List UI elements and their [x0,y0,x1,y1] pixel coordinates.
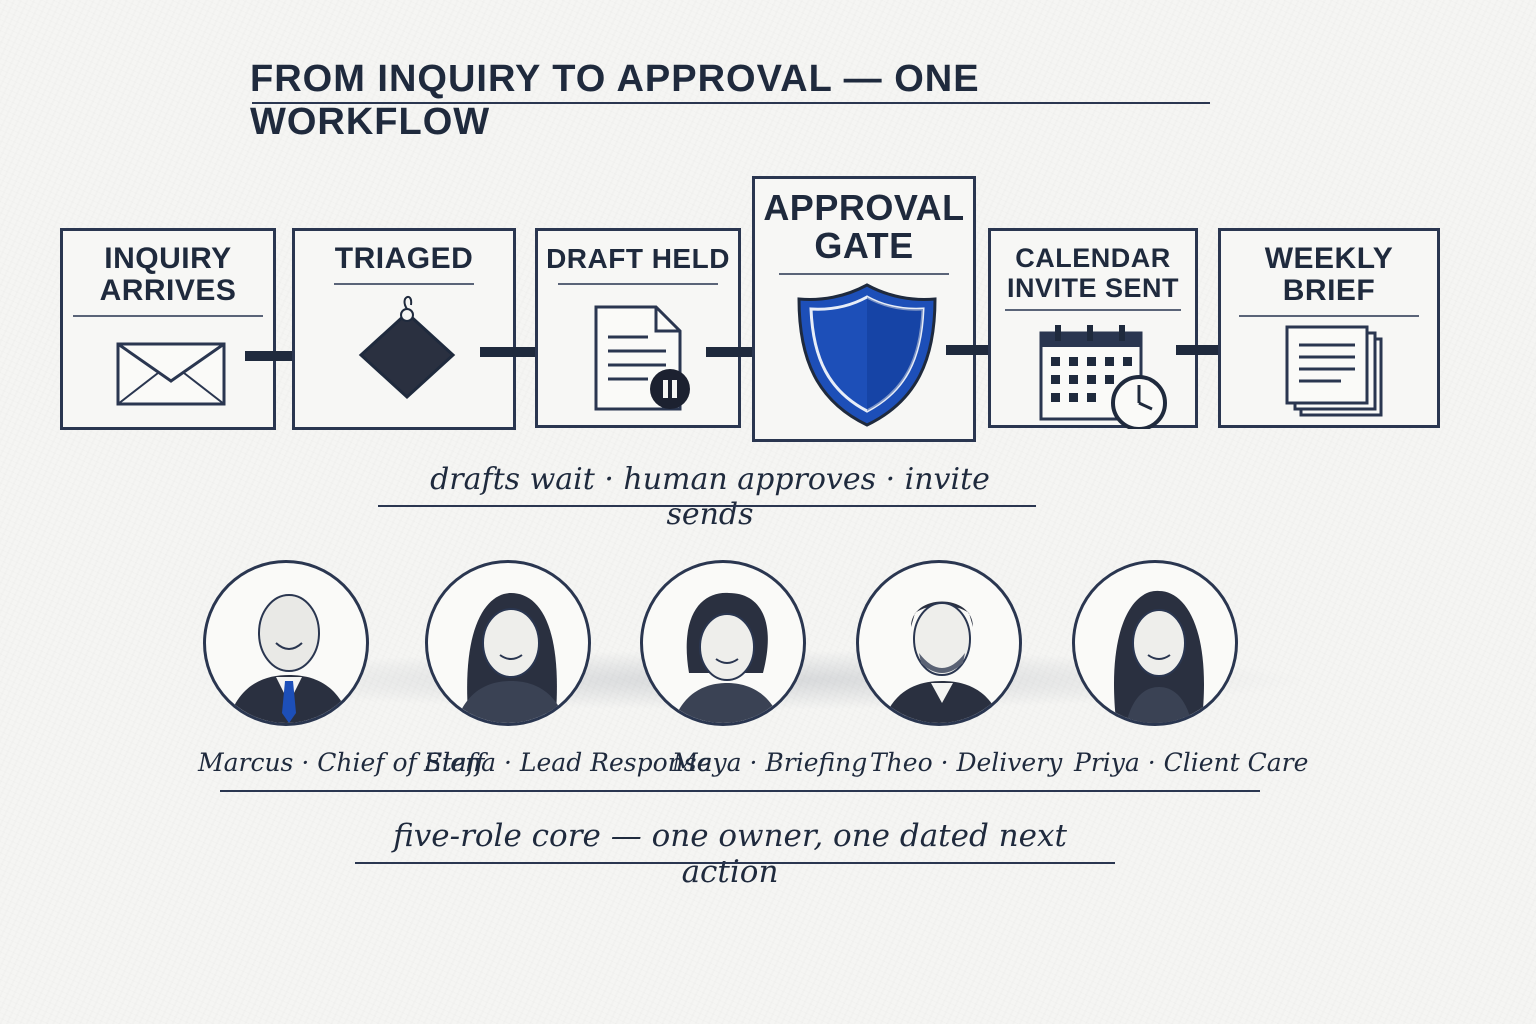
person-label-marcus: Marcus · Chief of Staff [198,748,485,777]
avatar [203,560,369,726]
step-divider [334,283,474,285]
shield-icon [755,279,973,434]
step-approval-gate: APPROVAL GATE [752,176,976,442]
avatar [1072,560,1238,726]
person-priya [1072,560,1242,730]
step-label-line1: APPROVAL [763,187,965,228]
step-calendar-invite-sent: CALENDAR INVITE SENT [988,228,1198,431]
person-label-priya: Priya · Client Care [1074,748,1309,777]
team-caption-underline [355,862,1115,864]
step-label-line1: DRAFT HELD [546,243,730,274]
person-label-elena: Elena · Lead Response [424,748,712,777]
people-divider [220,790,1260,792]
step-divider [558,283,718,285]
title-underline [252,102,1210,104]
envelope-icon [63,339,273,414]
step-label-line1: WEEKLY [1264,242,1394,275]
step-label-line2: INVITE SENT [1006,273,1180,303]
step-inquiry-arrives: INQUIRY ARRIVES [60,228,276,430]
step-divider [1005,309,1181,311]
step-weekly-brief: WEEKLY BRIEF [1218,228,1440,428]
step-label-line1: INQUIRY [104,242,232,275]
step-divider [779,273,949,275]
step-label-line2: GATE [814,225,914,266]
step-label-line1: CALENDAR [1015,243,1171,273]
stacked-documents-icon [1221,323,1437,428]
page-title: FROM INQUIRY TO APPROVAL — ONE WORKFLOW [250,58,980,143]
flow-caption-underline [378,505,1036,507]
flow-caption: drafts wait · human approves · invite se… [430,462,990,532]
step-label-line2: ARRIVES [99,274,237,307]
person-label-theo: Theo · Delivery [870,748,1063,777]
avatar [425,560,591,726]
calendar-clock-icon [991,319,1195,434]
tag-icon [295,293,513,418]
team-caption: five-role core — one owner, one dated ne… [393,818,1067,890]
person-marcus [203,560,373,730]
step-draft-held: DRAFT HELD [535,228,741,428]
document-pause-icon [538,299,738,424]
avatar [640,560,806,726]
step-label-line2: BRIEF [1282,274,1376,307]
step-triaged: TRIAGED [292,228,516,430]
step-divider [1239,315,1419,317]
person-theo [856,560,1026,730]
person-label-maya: Maya · Briefing [672,748,868,777]
step-divider [73,315,263,317]
person-maya [640,560,810,730]
step-label-line1: TRIAGED [334,242,474,275]
avatar [856,560,1022,726]
person-elena [425,560,595,730]
